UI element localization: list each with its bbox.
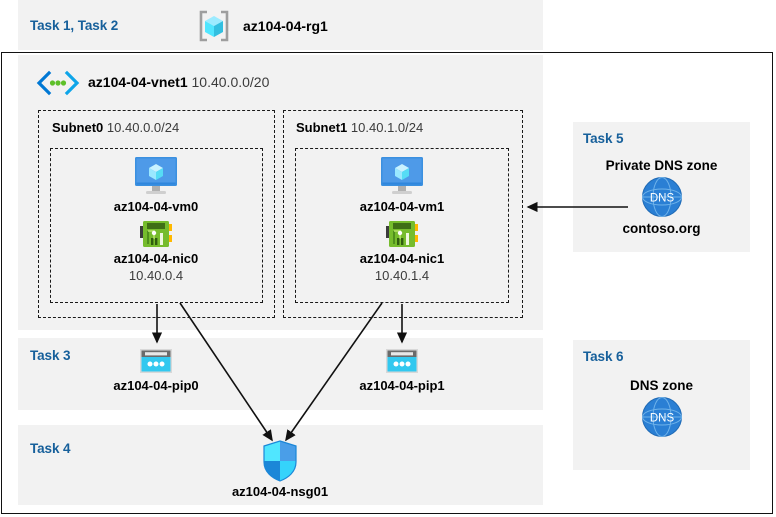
subnet-cidr-1: 10.40.1.0/24 — [350, 120, 424, 135]
virtual-network-icon — [36, 70, 80, 96]
subnet-cidr-0: 10.40.0.0/24 — [106, 120, 180, 135]
vnet-cidr: 10.40.0.0/20 — [191, 74, 270, 90]
public-dns-block: DNS zone DNS — [573, 378, 750, 438]
subnet-header-1: Subnet1 10.40.1.0/24 — [296, 120, 423, 135]
network-security-group-icon — [262, 440, 298, 482]
private-dns-title: Private DNS zone — [605, 158, 718, 173]
svg-text:DNS: DNS — [649, 193, 674, 205]
nic-name-1: az104-04-nic1 — [359, 251, 445, 267]
public-ip-block-0: az104-04-pip0 — [76, 348, 236, 394]
subnet-resources-box-0 — [50, 148, 263, 303]
vnet-name: az104-04-vnet1 — [88, 74, 188, 90]
task-label-6: Task 6 — [583, 349, 624, 364]
private-dns-block: Private DNS zone DNS contoso.org — [573, 158, 750, 236]
dns-globe-icon: DNS — [641, 396, 683, 438]
nsg-name: az104-04-nsg01 — [231, 484, 329, 499]
virtual-network-band — [18, 55, 543, 330]
public-ip-name-0: az104-04-pip0 — [113, 378, 199, 393]
virtual-machine-icon — [379, 156, 425, 196]
resource-group-band — [18, 0, 543, 50]
vm-name-0: az104-04-vm0 — [113, 199, 199, 214]
task-label-1-2: Task 1, Task 2 — [30, 18, 119, 33]
private-dns-zone-name: contoso.org — [622, 221, 701, 236]
virtual-network-header: az104-04-vnet1 10.40.0.0/20 — [88, 74, 269, 90]
resource-group-icon — [196, 8, 232, 44]
task-label-3: Task 3 — [30, 348, 71, 363]
subnet-resources-box-1 — [295, 148, 509, 303]
task-label-4: Task 4 — [30, 441, 71, 456]
vm-nic-stack-1: az104-04-vm1 az104-04-nic1 10.40.1.4 — [322, 156, 482, 284]
subnet-header-0: Subnet0 10.40.0.0/24 — [52, 120, 179, 135]
nic-ip-0: 10.40.0.4 — [128, 267, 184, 283]
vm-name-1: az104-04-vm1 — [359, 199, 445, 214]
nic-ip-1: 10.40.1.4 — [374, 267, 430, 283]
network-interface-icon — [139, 219, 173, 249]
vm-nic-stack-0: az104-04-vm0 az104-04-nic0 10.40.0.4 — [76, 156, 236, 284]
nic-name-0: az104-04-nic0 — [113, 251, 199, 267]
network-interface-icon — [385, 219, 419, 249]
public-dns-title: DNS zone — [629, 378, 693, 393]
public-ip-band — [18, 338, 543, 410]
nsg-block: az104-04-nsg01 — [200, 440, 360, 500]
subnet-name-0: Subnet0 — [52, 120, 104, 135]
svg-text:DNS: DNS — [649, 413, 674, 425]
diagram-outer-frame — [1, 52, 773, 514]
public-ip-block-1: az104-04-pip1 — [322, 348, 482, 394]
public-ip-address-icon — [385, 348, 419, 374]
public-ip-name-1: az104-04-pip1 — [359, 378, 445, 393]
subnet-box-1 — [283, 110, 523, 318]
public-ip-address-icon — [139, 348, 173, 374]
resource-group-name: az104-04-rg1 — [243, 18, 328, 34]
subnet-name-1: Subnet1 — [296, 120, 348, 135]
task-label-5: Task 5 — [583, 131, 624, 146]
dns-globe-icon: DNS — [641, 176, 683, 218]
virtual-machine-icon — [133, 156, 179, 196]
